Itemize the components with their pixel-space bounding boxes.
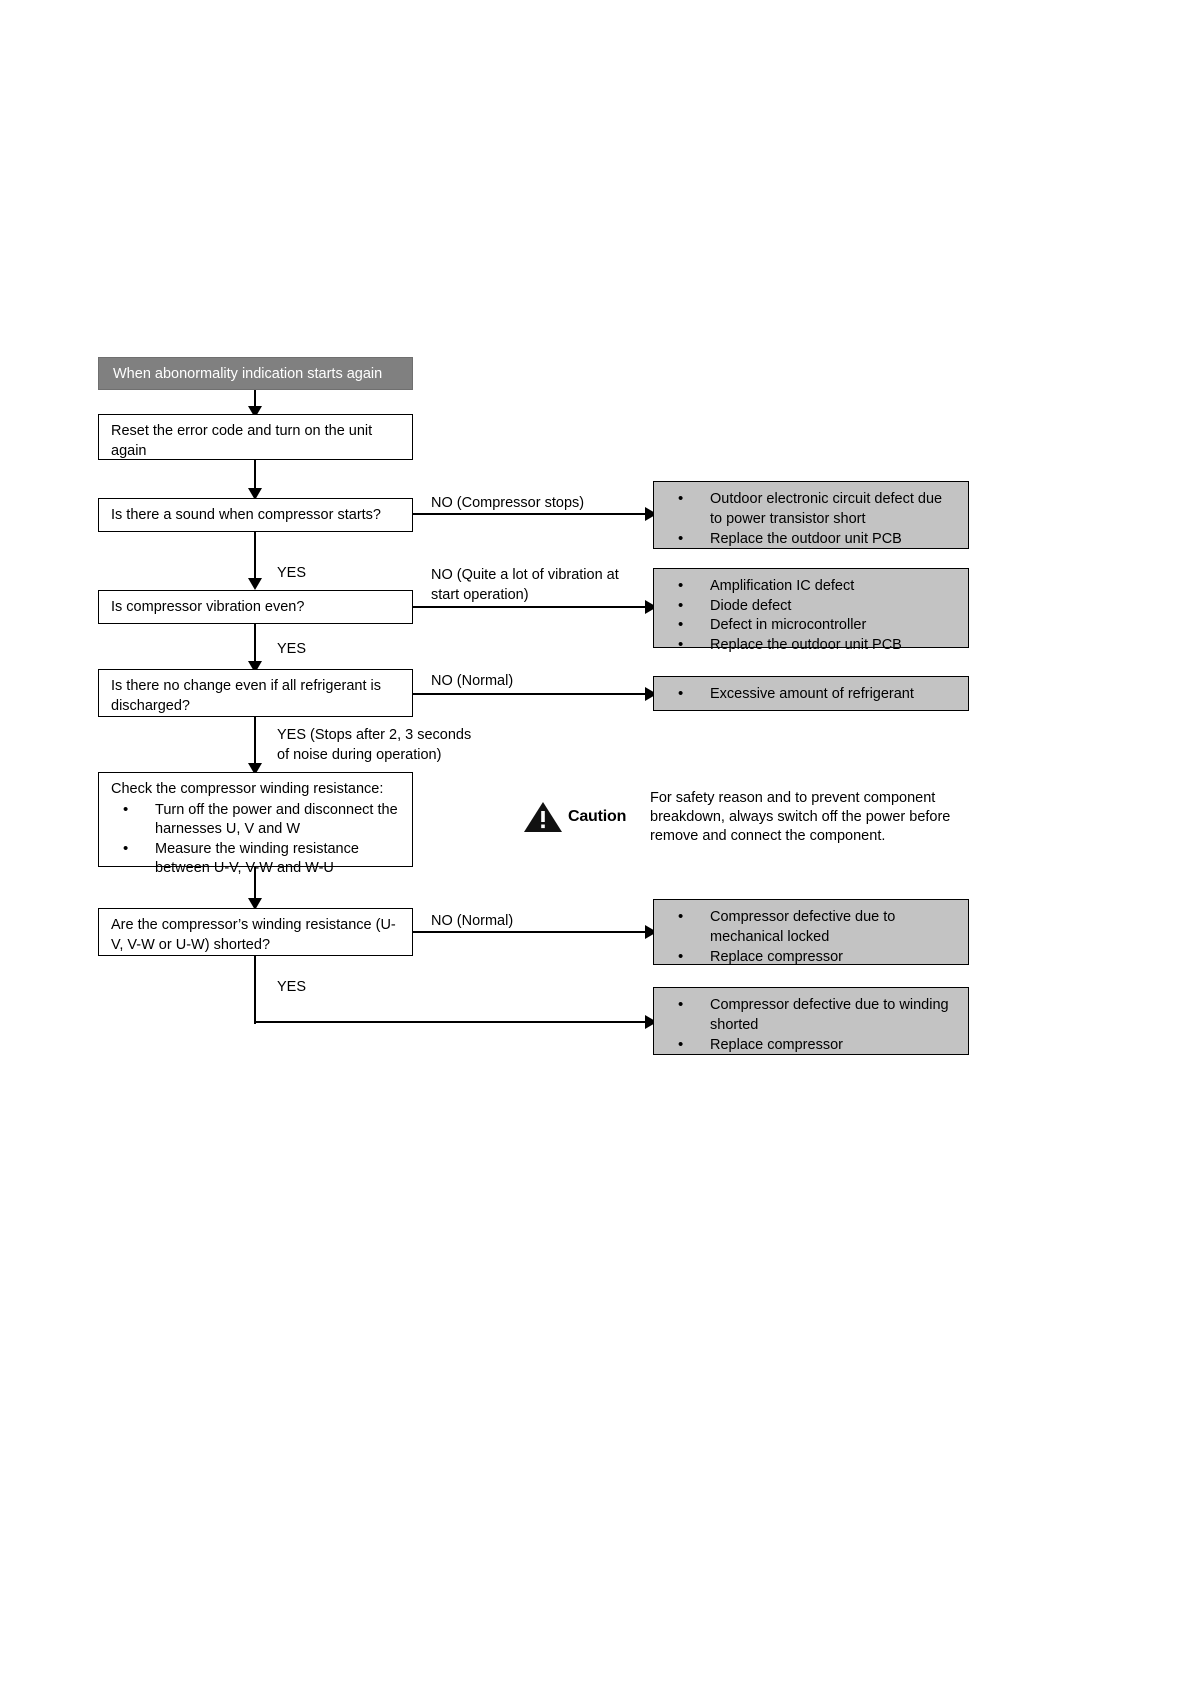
list-item: Defect in microcontroller <box>666 615 958 636</box>
arrow-reset-to-sound <box>248 488 262 500</box>
step-reset-error-code: Reset the error code and turn on the uni… <box>98 414 413 460</box>
flow-header-label: When abonormality indication starts agai… <box>113 366 383 382</box>
list-item: Amplification IC defect <box>666 576 958 597</box>
outcome-bullet-list: Compressor defective due to mechanical l… <box>666 907 958 968</box>
arrow-winding-to-shorted <box>248 898 262 910</box>
winding-check-bullet-list: Turn off the power and disconnect the ha… <box>111 800 402 879</box>
outcome-power-transistor-defect: Outdoor electronic circuit defect due to… <box>653 481 969 549</box>
caution-text: For safety reason and to prevent compone… <box>650 790 951 845</box>
edge-label-refrigerant-yes: YES (Stops after 2, 3 seconds of noise d… <box>277 727 472 763</box>
outcome-bullet-list: Excessive amount of refrigerant <box>666 684 958 705</box>
connector-sound-no <box>413 513 650 516</box>
connector-shorted-yes-vertical <box>254 956 257 1024</box>
list-item: Replace the outdoor unit PCB <box>666 529 958 550</box>
arrow-sound-yes <box>248 578 262 590</box>
decision-compressor-vibration-even: Is compressor vibration even? <box>98 590 413 624</box>
list-item: Turn off the power and disconnect the ha… <box>111 800 402 840</box>
edge-label-sound-yes: YES <box>277 565 307 581</box>
flow-header-banner: When abonormality indication starts agai… <box>98 357 413 390</box>
connector-header-to-reset <box>254 390 257 410</box>
caution-badge: Caution <box>522 800 626 834</box>
outcome-mechanical-locked: Compressor defective due to mechanical l… <box>653 899 969 968</box>
list-item: Compressor defective due to winding shor… <box>666 995 958 1035</box>
outcome-winding-shorted: Compressor defective due to winding shor… <box>653 987 969 1055</box>
outcome-bullet-list: Compressor defective due to winding shor… <box>666 995 958 1056</box>
decision-refrigerant-discharged: Is there no change even if all refrigera… <box>98 669 413 717</box>
list-item: Compressor defective due to mechanical l… <box>666 907 958 947</box>
connector-reset-to-sound <box>254 460 257 491</box>
list-item: Measure the winding resistance between U… <box>111 839 402 879</box>
edge-label-vibration-yes: YES <box>277 641 307 657</box>
decision-sound-label: Is there a sound when compressor starts? <box>111 507 381 523</box>
edge-label-vibration-no: NO (Quite a lot of vibration at start op… <box>431 567 619 603</box>
decision-winding-resistance-shorted: Are the compressor’s winding resistance … <box>98 908 413 956</box>
decision-sound-when-compressor-starts: Is there a sound when compressor starts? <box>98 498 413 532</box>
outcome-amplification-ic-defect: Amplification IC defect Diode defect Def… <box>653 568 969 655</box>
edge-label-refrigerant-no: NO (Normal) <box>431 673 514 689</box>
warning-triangle-icon <box>522 800 564 834</box>
connector-vibration-yes <box>254 624 257 669</box>
connector-shorted-yes-horizontal <box>254 1021 650 1024</box>
list-item: Replace compressor <box>666 1035 958 1056</box>
step-check-winding-resistance: Check the compressor winding resistance:… <box>98 772 413 876</box>
list-item: Diode defect <box>666 596 958 617</box>
connector-vibration-no <box>413 606 650 609</box>
edge-label-shorted-no: NO (Normal) <box>431 913 514 929</box>
winding-check-lead: Check the compressor winding resistance: <box>111 781 384 797</box>
connector-winding-to-shorted <box>254 867 257 902</box>
outcome-excessive-refrigerant: Excessive amount of refrigerant <box>653 676 969 711</box>
caution-word-label: Caution <box>568 808 627 825</box>
list-item: Excessive amount of refrigerant <box>666 684 958 705</box>
outcome-bullet-list: Outdoor electronic circuit defect due to… <box>666 489 958 550</box>
connector-shorted-no <box>413 931 650 934</box>
decision-refrigerant-label: Is there no change even if all refrigera… <box>111 678 382 714</box>
step-reset-label: Reset the error code and turn on the uni… <box>111 423 373 459</box>
list-item: Outdoor electronic circuit defect due to… <box>666 489 958 529</box>
decision-vibration-label: Is compressor vibration even? <box>111 599 305 615</box>
list-item: Replace the outdoor unit PCB <box>666 635 958 656</box>
edge-label-shorted-yes: YES <box>277 979 307 995</box>
connector-sound-yes <box>254 532 257 582</box>
connector-refrigerant-no <box>413 693 650 696</box>
edge-label-sound-no: NO (Compressor stops) <box>431 495 585 511</box>
outcome-bullet-list: Amplification IC defect Diode defect Def… <box>666 576 958 656</box>
decision-shorted-label: Are the compressor’s winding resistance … <box>111 917 396 953</box>
connector-refrigerant-yes <box>254 717 257 767</box>
list-item: Replace compressor <box>666 947 958 968</box>
